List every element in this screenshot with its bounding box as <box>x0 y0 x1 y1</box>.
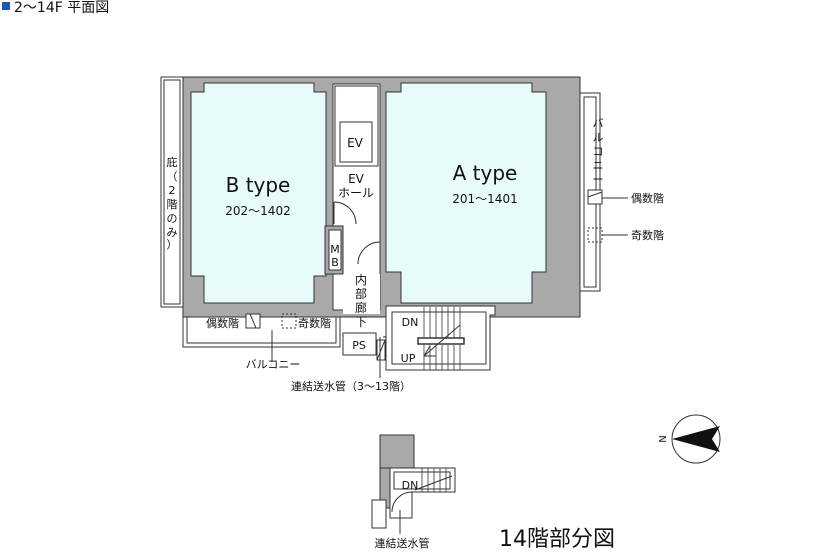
ps-label: PS <box>352 339 366 352</box>
north-arrow <box>671 414 721 464</box>
unit-a-rooms: 201〜1401 <box>452 192 517 206</box>
balcony-right-label-3: コ <box>593 145 604 158</box>
corridor-label-1: 内 <box>355 273 367 287</box>
eaves-label-7: ） <box>167 238 178 251</box>
mb-label-1: M <box>330 243 340 256</box>
balcony-bottom-label: バルコニー <box>246 358 301 371</box>
detail-dn-label: DN <box>402 479 419 492</box>
page-title: 2〜14F 平面図 <box>14 0 109 16</box>
unit-b-name: B type <box>226 173 291 197</box>
ev-hall-label-2: ホール <box>338 186 374 200</box>
even-floor-symbol-bottom <box>245 313 261 329</box>
unit-b-rooms: 202〜1402 <box>225 204 290 218</box>
balcony-right-label-4: ニ <box>593 159 604 172</box>
even-floor-label-right: 偶数階 <box>631 191 664 205</box>
odd-floor-symbol-bottom <box>281 313 297 329</box>
odd-floor-label-right: 奇数階 <box>631 228 664 242</box>
header-marker <box>2 2 10 10</box>
standpipe-label: 連結送水管（3〜13階） <box>291 379 411 393</box>
eaves-label-1: 庇 <box>167 155 178 169</box>
corridor-label-2: 部 <box>355 286 367 301</box>
eaves-label-2: （ <box>167 170 178 183</box>
ev-label: EV <box>347 136 364 150</box>
ev-hall-label-1: EV <box>348 172 365 186</box>
north-label: N <box>658 435 669 442</box>
mb-label-2: B <box>331 256 339 269</box>
odd-floor-label-bottom: 奇数階 <box>298 316 331 330</box>
balcony-right-label-1: バ <box>593 117 604 130</box>
eaves-label-3: 2 <box>169 184 176 197</box>
corridor-label-3: 廊 <box>355 300 367 315</box>
even-floor-symbol-right <box>587 189 603 205</box>
up-label: UP <box>401 352 416 365</box>
unit-a-name: A type <box>453 161 518 185</box>
eaves-label-6: み <box>167 226 178 239</box>
corridor-label-4: 下 <box>355 315 367 329</box>
balcony-right-label-2: ル <box>593 131 604 144</box>
balcony-right-label-5: ー <box>593 173 604 186</box>
detail-plan <box>371 434 456 534</box>
dn-label: DN <box>402 316 419 329</box>
main-plan <box>160 76 601 371</box>
even-floor-label-bottom: 偶数階 <box>206 316 239 330</box>
detail-standpipe-label: 連結送水管 <box>375 536 430 550</box>
eaves-label-4: 階 <box>167 197 178 211</box>
detail-title: 14階部分図 <box>499 527 615 552</box>
eaves-label-5: の <box>167 212 178 225</box>
